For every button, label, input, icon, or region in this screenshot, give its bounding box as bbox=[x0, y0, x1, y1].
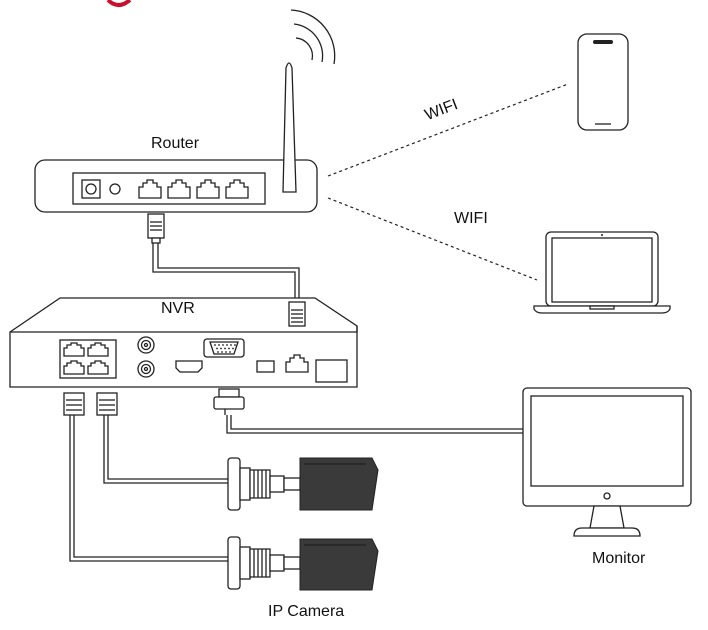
router-antenna bbox=[282, 62, 297, 193]
nvr-label: NVR bbox=[161, 300, 195, 317]
wifi-link-laptop bbox=[327, 197, 538, 281]
red-mark bbox=[106, 0, 132, 7]
camera-cable-2 bbox=[69, 415, 233, 562]
ethernet-plug-icon bbox=[63, 392, 85, 416]
smartphone-icon bbox=[577, 33, 629, 131]
router-lan-ports bbox=[138, 179, 249, 199]
wifi-signal-icon bbox=[290, 9, 336, 65]
laptop-icon bbox=[533, 231, 671, 314]
router-label: Router bbox=[151, 135, 200, 152]
vga-cable bbox=[226, 415, 523, 434]
camera-cable-1 bbox=[103, 415, 233, 484]
monitor-icon bbox=[522, 387, 692, 537]
ethernet-plug-icon bbox=[147, 213, 165, 244]
ethernet-plug-icon bbox=[288, 301, 306, 327]
monitor-label: Monitor bbox=[592, 550, 646, 567]
ethernet-plug-icon bbox=[96, 392, 118, 416]
nvr-lan-ports bbox=[59, 339, 117, 379]
ip-camera-label: IP Camera bbox=[268, 603, 345, 620]
router-nvr-cable bbox=[152, 243, 296, 302]
ip-camera-icon bbox=[227, 536, 379, 591]
vga-plug-icon bbox=[213, 388, 245, 415]
ip-camera-icon bbox=[227, 457, 379, 511]
router bbox=[34, 9, 336, 213]
wifi-label-laptop: WIFI bbox=[454, 210, 488, 227]
wifi-link-phone bbox=[327, 83, 569, 177]
nvr bbox=[9, 297, 358, 388]
